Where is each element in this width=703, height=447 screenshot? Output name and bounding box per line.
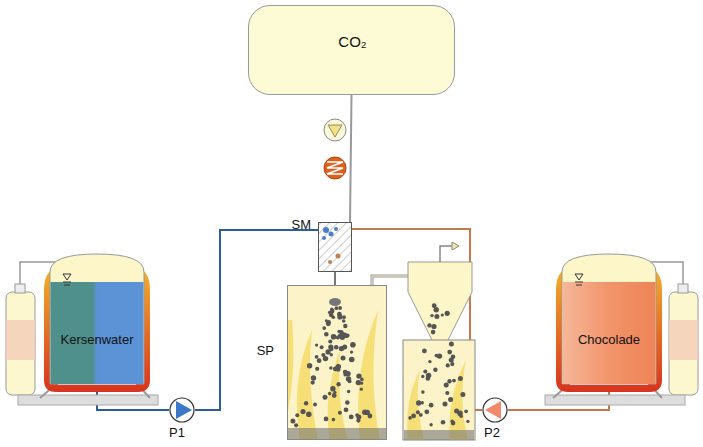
spray-tower: SP (287, 285, 387, 440)
pipe-line (350, 95, 352, 222)
pipe-line (335, 272, 336, 285)
pipe-line (334, 272, 336, 285)
pipe-line (350, 95, 352, 222)
storage-vessel: Kersenwater (44, 250, 150, 392)
node-label: Chocolade (578, 333, 640, 348)
node-label: Kersenwater (61, 333, 134, 348)
node-label: SP (257, 344, 274, 359)
storage-vessel: Chocolade (556, 250, 662, 392)
node-label: P1 (169, 426, 185, 441)
node-label: CO₂ (338, 33, 366, 50)
node-label: P2 (484, 426, 500, 441)
static-mixer: SM (318, 222, 352, 272)
node-label: SM (292, 218, 312, 233)
pump: P2 (482, 397, 508, 423)
pump: P1 (169, 397, 195, 423)
gas-tank: CO₂ (248, 5, 455, 95)
